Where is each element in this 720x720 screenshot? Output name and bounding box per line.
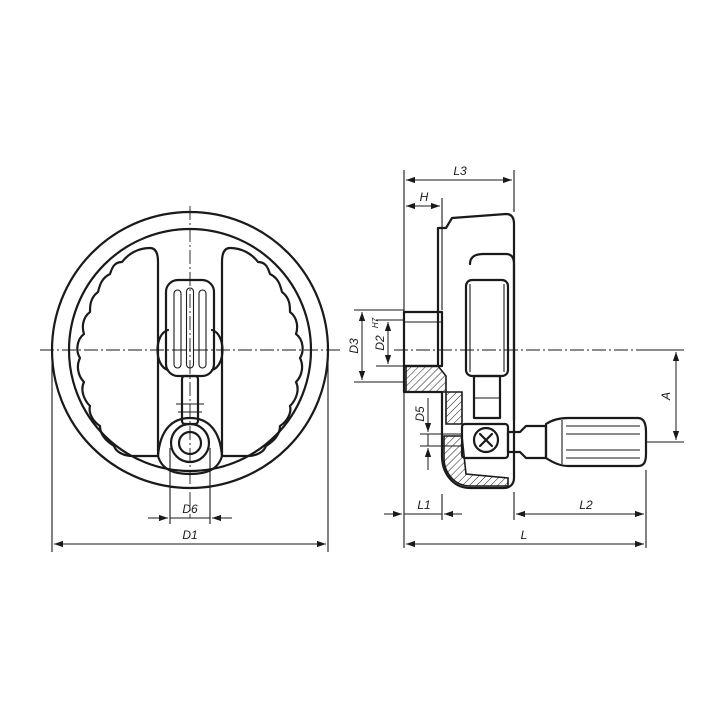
wheel-body-outline bbox=[402, 212, 516, 490]
d1-label: D1 bbox=[182, 528, 197, 542]
rim-section bbox=[443, 435, 509, 487]
handwheel-rim-outer bbox=[50, 210, 330, 490]
handwheel-rim-inner bbox=[67, 227, 313, 473]
h-label: H bbox=[420, 190, 429, 204]
fluted-grip bbox=[164, 278, 216, 378]
l-label: L bbox=[521, 528, 528, 542]
l2-label: L2 bbox=[579, 498, 593, 512]
d5-label: D5 bbox=[413, 406, 427, 422]
d2-label: D2 bbox=[373, 335, 387, 351]
handle-pivot-inner bbox=[177, 430, 203, 456]
crank-grip bbox=[544, 416, 648, 468]
a-label: A bbox=[659, 392, 673, 401]
spoke-pocket bbox=[468, 252, 516, 422]
grip-flutes bbox=[173, 287, 207, 369]
crank-grip-flutes bbox=[561, 420, 640, 464]
l3-label: L3 bbox=[453, 164, 467, 178]
hub-section-lower bbox=[445, 391, 463, 425]
l1-label: L1 bbox=[417, 498, 430, 512]
d2-tolerance: H7 bbox=[371, 317, 380, 328]
side-dimensions: L3 H D3 D2 H7 D5 A L1 bbox=[347, 164, 684, 548]
front-view bbox=[40, 206, 340, 518]
hub-section-upper bbox=[405, 365, 447, 393]
side-view bbox=[394, 212, 650, 490]
pivot-cross bbox=[478, 432, 494, 448]
handle-pivot-side bbox=[472, 426, 500, 454]
grip-side bbox=[464, 278, 510, 378]
left-spoke-window bbox=[76, 246, 160, 458]
right-spoke-window bbox=[220, 246, 304, 458]
hub-base bbox=[156, 454, 224, 476]
bore bbox=[402, 310, 444, 368]
d3-label: D3 bbox=[347, 338, 361, 354]
grip-side-stem bbox=[472, 374, 502, 420]
front-dimensions: D1 D6 bbox=[51, 352, 329, 552]
hub-lower-arc bbox=[156, 416, 224, 458]
d6-label: D6 bbox=[182, 502, 198, 516]
